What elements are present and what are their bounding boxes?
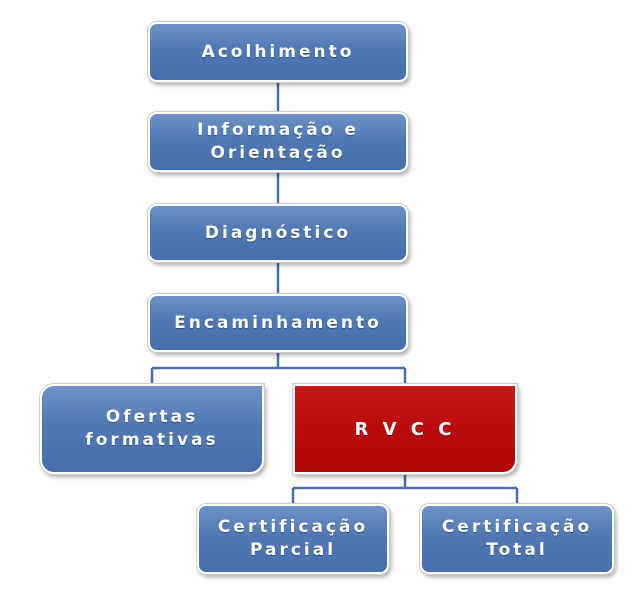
node-label: Informação e Orientação: [197, 120, 359, 163]
node-label: Diagnóstico: [204, 222, 352, 243]
node-acolhimento: Acolhimento: [148, 22, 408, 82]
node-label: R V C C: [354, 418, 456, 440]
node-informacao-orientacao: Informação e Orientação: [148, 112, 408, 172]
node-diagnostico: Diagnóstico: [148, 204, 408, 262]
node-label: Certificação Parcial: [217, 517, 369, 560]
node-label: Encaminhamento: [174, 312, 382, 333]
node-certificacao-total: Certificação Total: [420, 504, 614, 574]
node-rvcc: R V C C: [293, 384, 517, 474]
node-encaminhamento: Encaminhamento: [148, 294, 408, 352]
node-label: Certificação Total: [441, 517, 593, 560]
node-certificacao-parcial: Certificação Parcial: [197, 504, 389, 574]
node-label: Ofertas formativas: [85, 407, 219, 450]
node-ofertas-formativas: Ofertas formativas: [40, 384, 264, 474]
node-label: Acolhimento: [201, 41, 355, 62]
